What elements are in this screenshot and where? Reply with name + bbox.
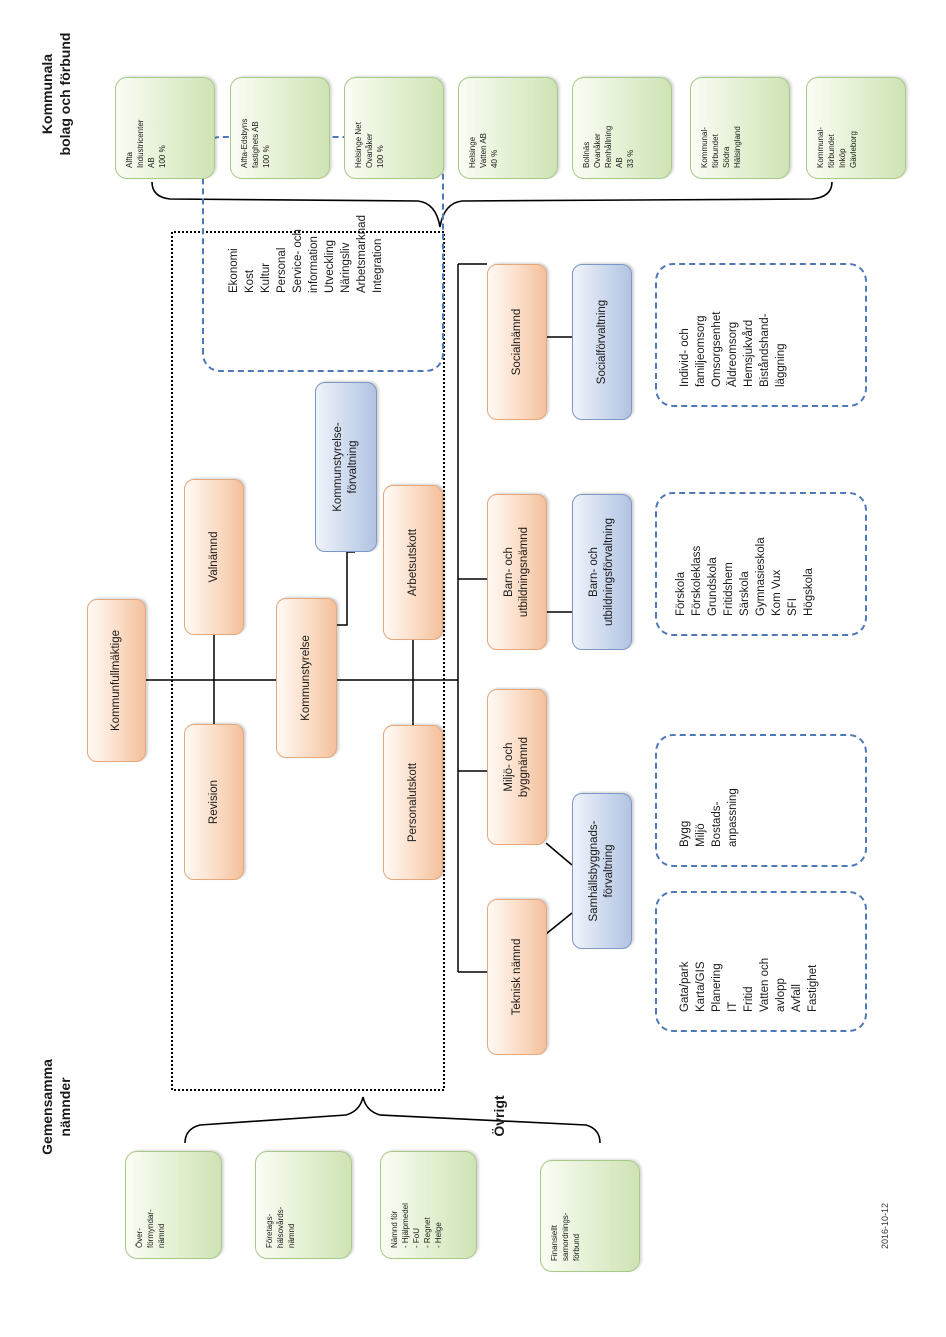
box-personalutskott: Personalutskott <box>383 725 443 880</box>
brace-gemensamma-path <box>184 1096 601 1144</box>
gemensam-namnd-for: Nämnd för - Hjälpmedel - FoU - Regnet - … <box>380 1151 477 1259</box>
box-teknisk-namnd: Teknisk nämnd <box>487 899 547 1055</box>
bolag-alfta-industricenter: Alfta Industricenter AB 100 % <box>115 77 215 179</box>
bolag-helsinge-net: Helsinge Net Ovanåker 100 % <box>344 77 444 179</box>
box-kommunfullmaktige: Kommunfullmäktige <box>87 599 146 762</box>
box-samhallsbyggnadsforvaltning: Samhällsbyggnads- förvaltning <box>572 793 632 949</box>
header-gemensamma: Gemensamma nämnder <box>39 1059 73 1155</box>
list-samhallsbyggnad-teknisk: Gata/park Karta/GIS Planering IT Fritid … <box>655 891 867 1032</box>
list-barn-utbildning-areas: Förskola Förskoleklass Grundskola Fritid… <box>655 492 867 636</box>
brace-kommunala-path <box>151 181 833 228</box>
box-socialforvaltning: Socialförvaltning <box>572 264 632 420</box>
bolag-kommunalforbundet-inkop-gavleborg: Kommunal- förbundet Inköp Gävleborg <box>806 77 906 179</box>
box-kommunstyrelseforvaltning: Kommunstyrelse- förvaltning <box>315 382 377 552</box>
list-social-areas: Individ- och familjeomsorg Omsorgsenhet … <box>655 263 867 407</box>
dotted-frame <box>171 231 445 1091</box>
box-miljo-byggnamnd: Miljö- och byggnämnd <box>487 689 547 845</box>
date-label: 2016-10-12 <box>880 1202 890 1249</box>
gemensam-overformyndarnamnd: Över- förmyndar- nämnd <box>125 1151 222 1259</box>
box-barn-utbildningsforvaltning: Barn- och utbildningsförvaltning <box>572 494 632 650</box>
box-barn-utbildningsnamnd: Barn- och utbildningsnämnd <box>487 494 547 650</box>
ovrigt-finansiellt-samordningsforbund: Finansiellt samordnings- förbund <box>540 1160 640 1272</box>
box-valnamnd: Valnämnd <box>184 479 244 635</box>
bolag-helsinge-vatten: Helsinge Vatten AB 40 % <box>458 77 558 179</box>
bolag-bollnas-ovanaker-renhallning: Bollnäs Ovanåker Renhållning AB 33 % <box>572 77 672 179</box>
header-ovrigt: Övrigt <box>491 1095 507 1137</box>
box-socialnamnd: Socialnämnd <box>487 264 547 420</box>
bolag-kommunalforbundet-sodra-halsingland: Kommunal- förbundet Södra Hälsingland <box>690 77 790 179</box>
box-kommunstyrelse: Kommunstyrelse <box>276 598 337 758</box>
gemensam-foretagshalsovardsnamnd: Företags- hälsovårds- nämnd <box>255 1151 352 1259</box>
box-arbetsutskott: Arbetsutskott <box>383 485 443 640</box>
header-kommunala: Kommunala bolag och förbund <box>39 32 73 156</box>
box-revision: Revision <box>184 724 244 880</box>
list-samhallsbyggnad-miljo: Bygg Miljö Bostads- anpassning <box>655 734 867 867</box>
bolag-alfta-edsbyns-fastighets: Alfta-Edsbyns fastighets AB 100 % <box>230 77 330 179</box>
